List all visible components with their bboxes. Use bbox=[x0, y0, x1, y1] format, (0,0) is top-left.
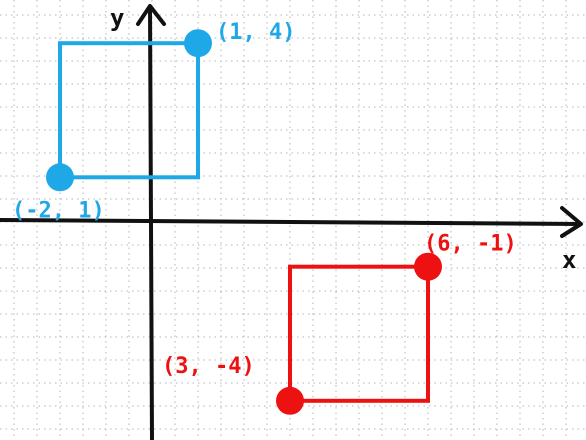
x-axis-arrow-icon bbox=[560, 206, 583, 238]
red-rectangle bbox=[288, 264, 430, 403]
blue-point-bottom-left-label: (-2, 1) bbox=[12, 198, 105, 223]
red-point-bottom-left bbox=[276, 386, 304, 415]
blue-point-bottom-left bbox=[46, 163, 74, 192]
y-axis-label: y bbox=[110, 4, 124, 32]
red-point-top-right bbox=[414, 252, 442, 281]
blue-point-top-right-label: (1, 4) bbox=[216, 20, 295, 45]
blue-rectangle-group: (-2, 1) (1, 4) bbox=[12, 20, 295, 223]
blue-point-top-right bbox=[184, 29, 212, 58]
blue-rectangle bbox=[58, 41, 200, 180]
x-axis-label: x bbox=[562, 246, 576, 274]
y-axis-arrow-icon bbox=[136, 4, 166, 26]
red-point-top-right-label: (6, -1) bbox=[424, 232, 517, 257]
y-axis bbox=[148, 5, 154, 440]
red-rectangle-group: (3, -4) (6, -1) bbox=[162, 232, 517, 415]
x-axis bbox=[0, 218, 582, 226]
red-point-bottom-left-label: (3, -4) bbox=[162, 354, 255, 379]
